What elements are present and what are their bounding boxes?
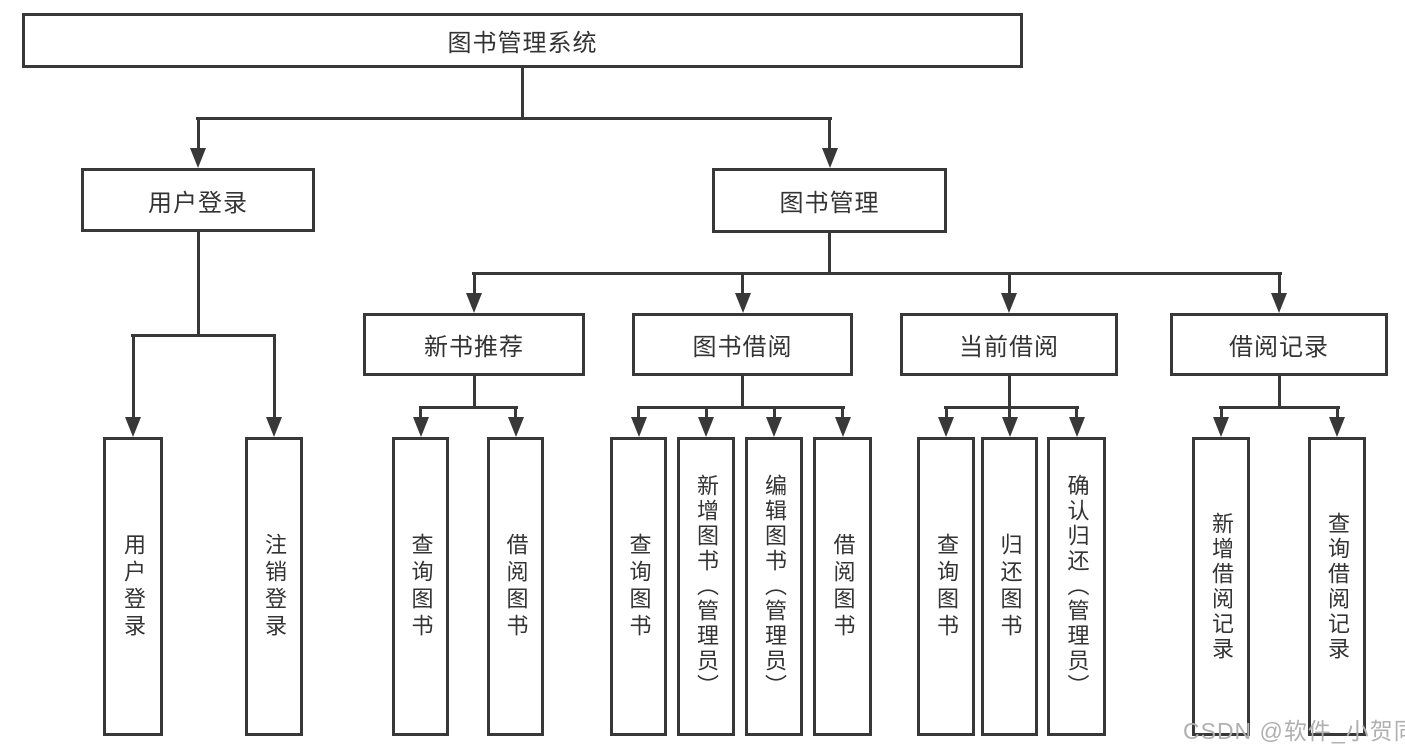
arrow-shaft bbox=[944, 406, 948, 419]
leaf-confirm-return-admin: 确认归还（管理员） bbox=[1047, 437, 1106, 736]
arrow-shaft bbox=[1075, 406, 1078, 419]
arrow-down-icon bbox=[734, 293, 751, 313]
arrow-down-icon bbox=[412, 417, 429, 437]
connector-line bbox=[828, 233, 831, 275]
connector-line bbox=[741, 376, 744, 408]
connector-line bbox=[1277, 376, 1281, 408]
arrow-down-icon bbox=[1001, 293, 1017, 313]
connector-line bbox=[472, 376, 476, 408]
arrow-down-icon bbox=[266, 417, 282, 437]
connector-line bbox=[419, 406, 518, 409]
arrow-shaft bbox=[1007, 272, 1011, 295]
node-new-book-recommendation: 新书推荐 bbox=[363, 313, 585, 376]
arrow-shaft bbox=[1277, 272, 1281, 295]
leaf-borrow-books: 借阅图书 bbox=[813, 437, 872, 736]
node-book-borrowing: 图书借阅 bbox=[632, 313, 853, 376]
arrow-shaft bbox=[741, 272, 744, 295]
connector-line bbox=[944, 406, 1079, 409]
leaf-return-books: 归还图书 bbox=[981, 437, 1038, 736]
arrow-shaft bbox=[514, 406, 517, 419]
node-library-management-system: 图书管理系统 bbox=[22, 13, 1023, 68]
node-user-login: 用户登录 bbox=[81, 168, 315, 232]
arrow-down-icon bbox=[125, 417, 141, 437]
connector-line bbox=[521, 68, 524, 119]
arrow-shaft bbox=[472, 272, 476, 295]
connector-line bbox=[196, 232, 200, 337]
node-book-management: 图书管理 bbox=[712, 168, 947, 233]
arrow-shaft bbox=[704, 406, 708, 419]
arrow-shaft bbox=[1008, 406, 1011, 419]
connector-line bbox=[131, 334, 276, 337]
arrow-down-icon bbox=[938, 417, 954, 437]
connector-line bbox=[196, 117, 832, 120]
arrow-shaft bbox=[1219, 406, 1223, 419]
leaf-user-login: 用户登录 bbox=[103, 437, 163, 736]
arrow-shaft bbox=[419, 406, 422, 419]
arrow-down-icon bbox=[1329, 417, 1345, 437]
arrow-down-icon bbox=[834, 417, 851, 437]
arrow-shaft bbox=[1335, 406, 1339, 419]
arrow-down-icon bbox=[1213, 417, 1229, 437]
arrow-shaft bbox=[828, 117, 831, 150]
arrow-shaft bbox=[772, 406, 776, 419]
arrow-shaft bbox=[272, 334, 276, 419]
leaf-query-borrow-record: 查询借阅记录 bbox=[1308, 437, 1366, 736]
leaf-add-borrow-record: 新增借阅记录 bbox=[1192, 437, 1250, 736]
arrow-shaft bbox=[196, 117, 200, 150]
leaf-logout: 注销登录 bbox=[245, 437, 303, 736]
leaf-edit-books-admin: 编辑图书（管理员） bbox=[745, 437, 803, 736]
arrow-shaft bbox=[637, 406, 640, 419]
leaf-query-books: 查询图书 bbox=[917, 437, 975, 736]
arrow-down-icon bbox=[698, 417, 714, 437]
leaf-query-books: 查询图书 bbox=[392, 437, 449, 736]
arrow-shaft bbox=[131, 334, 135, 419]
arrow-shaft bbox=[841, 406, 844, 419]
arrow-down-icon bbox=[1001, 417, 1018, 437]
leaf-query-books: 查询图书 bbox=[610, 437, 667, 736]
arrow-down-icon bbox=[766, 417, 782, 437]
arrow-down-icon bbox=[507, 417, 524, 437]
arrow-down-icon bbox=[1068, 417, 1085, 437]
node-current-borrowing: 当前借阅 bbox=[900, 313, 1118, 376]
leaf-borrow-books: 借阅图书 bbox=[487, 437, 544, 736]
arrow-down-icon bbox=[190, 148, 206, 168]
arrow-down-icon bbox=[630, 417, 647, 437]
connector-line bbox=[472, 272, 1282, 275]
connector-line bbox=[637, 406, 845, 409]
csdn-watermark: CSDN @软件_小贺同学 bbox=[1183, 718, 1405, 744]
node-borrowing-records: 借阅记录 bbox=[1170, 313, 1388, 376]
arrow-down-icon bbox=[1271, 293, 1287, 313]
connector-line bbox=[1007, 376, 1011, 408]
leaf-add-books-admin: 新增图书（管理员） bbox=[677, 437, 735, 736]
connector-line bbox=[1219, 406, 1340, 409]
arrow-down-icon bbox=[821, 148, 838, 168]
arrow-down-icon bbox=[466, 293, 482, 313]
